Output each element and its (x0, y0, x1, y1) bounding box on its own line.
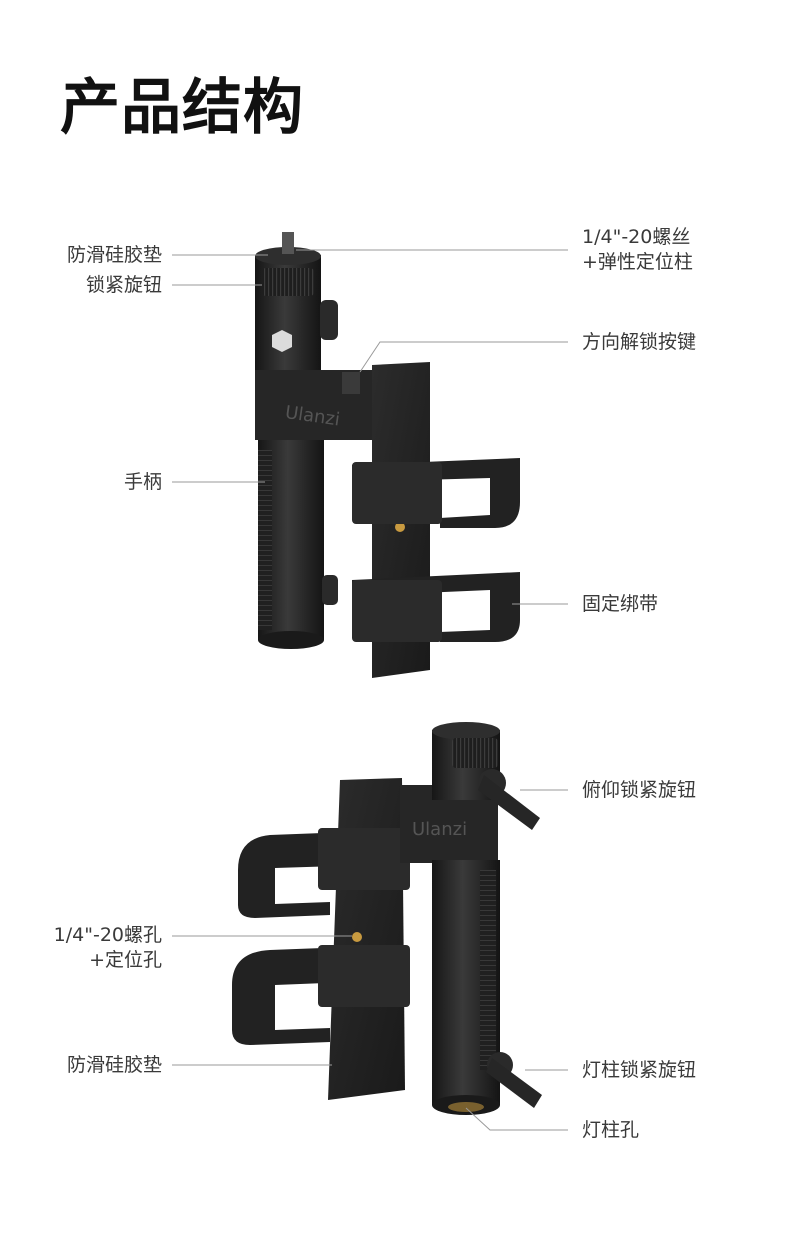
label-handle: 手柄 (123, 471, 162, 493)
pole-hole (448, 1102, 484, 1112)
bottom-rod-grip (480, 870, 496, 1070)
bottom-product: Ulanzi (232, 722, 542, 1115)
bottom-strap-lower-band (318, 945, 410, 1007)
label-direction-unlock: 方向解锁按键 (582, 331, 697, 353)
top-strap-lower-band (352, 580, 442, 642)
label-anti-slip-pad: 防滑硅胶垫 (66, 244, 162, 266)
pole-lock-wing (486, 1058, 542, 1108)
top-handle-grip (258, 450, 272, 630)
top-product: Ulanzi (255, 232, 520, 678)
label-lock-knob: 锁紧旋钮 (85, 274, 162, 296)
top-leader-lines (172, 249, 568, 605)
top-rod-cap (255, 247, 321, 265)
bottom-rod-cap (432, 722, 500, 740)
top-side-lever (320, 300, 338, 340)
label-strap: 固定绑带 (582, 593, 659, 615)
label-anti-slip-pad-bottom: 防滑硅胶垫 (66, 1054, 162, 1076)
label-screw: 1/4"-20螺丝 +弹性定位柱 (582, 225, 693, 275)
bottom-plate (328, 778, 405, 1100)
top-handle-end (258, 631, 324, 649)
top-screw-hole (395, 522, 405, 532)
bottom-strap-upper-band (318, 828, 410, 890)
page-title: 产品结构 (60, 73, 304, 143)
top-screw (282, 232, 294, 254)
tilt-lock-wing (478, 775, 540, 830)
direction-unlock-button (342, 372, 360, 394)
label-screw-line2: +弹性定位柱 (582, 251, 693, 273)
label-pole-lock-knob: 灯柱锁紧旋钮 (582, 1059, 697, 1081)
label-screw-hole-line2: +定位孔 (89, 949, 162, 971)
top-bottom-lever (322, 575, 338, 605)
leader-pole-hole (465, 1107, 568, 1131)
label-screw-hole-line1: 1/4"-20螺孔 (53, 924, 162, 946)
bottom-top-knob (452, 738, 498, 768)
top-lock-knob (262, 268, 314, 296)
hex-icon (272, 330, 292, 352)
label-screw-line1: 1/4"-20螺丝 (582, 226, 691, 248)
leader-direction-unlock (359, 341, 568, 373)
label-pole-hole: 灯柱孔 (582, 1119, 640, 1141)
bottom-leader-lines (172, 789, 568, 1131)
bottom-brand-logo: Ulanzi (412, 819, 467, 840)
label-screw-hole: 1/4"-20螺孔 +定位孔 (54, 923, 162, 973)
label-tilt-lock-knob: 俯仰锁紧旋钮 (582, 779, 697, 801)
bottom-screw-hole (352, 932, 362, 942)
top-strap-upper-band (352, 462, 442, 524)
